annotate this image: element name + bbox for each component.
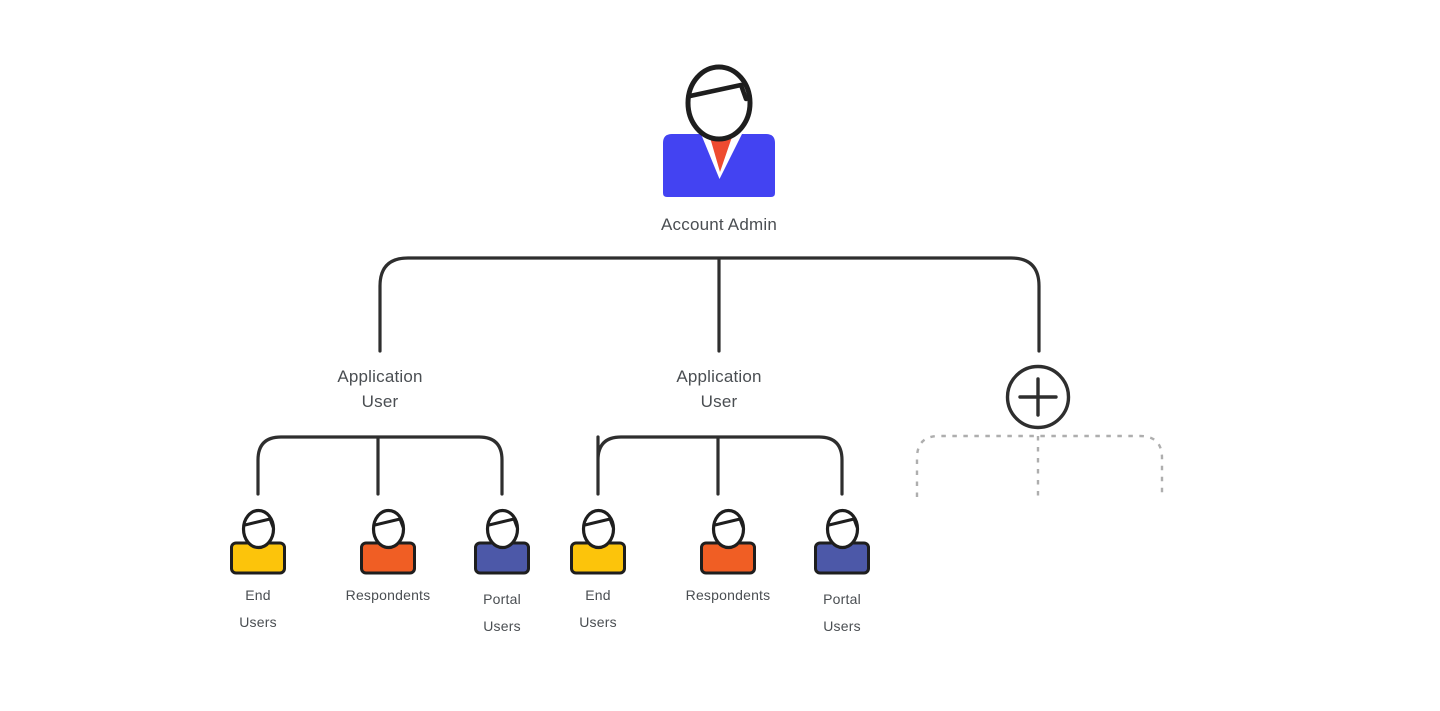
node-label: Portal Users bbox=[823, 591, 861, 634]
connector-root-to-branches bbox=[378, 256, 1041, 353]
connector-branch2-to-children bbox=[596, 435, 844, 496]
person-icon bbox=[360, 508, 416, 575]
person-icon bbox=[474, 508, 530, 575]
person-icon bbox=[570, 508, 626, 575]
node-label: Account Admin bbox=[661, 215, 777, 234]
node-respondents-1[interactable]: Respondents bbox=[323, 506, 453, 609]
connector-branch1-to-children bbox=[256, 435, 504, 496]
node-application-user-1[interactable]: Application User bbox=[337, 367, 423, 411]
tie-shape bbox=[709, 134, 733, 172]
node-portal-users-2[interactable]: Portal Users bbox=[787, 506, 897, 640]
person-suit-icon bbox=[663, 64, 775, 197]
node-end-users-2[interactable]: End Users bbox=[543, 506, 653, 636]
plus-icon bbox=[1018, 377, 1058, 417]
person-icon bbox=[230, 508, 286, 575]
node-label: Respondents bbox=[685, 587, 771, 603]
person-icon bbox=[814, 508, 870, 575]
node-account-admin[interactable]: Account Admin bbox=[619, 58, 819, 235]
node-label: End Users bbox=[579, 587, 617, 630]
node-label: Respondents bbox=[345, 587, 431, 603]
node-respondents-2[interactable]: Respondents bbox=[663, 506, 793, 609]
person-icon bbox=[700, 508, 756, 575]
node-label: End Users bbox=[239, 587, 277, 630]
node-application-user-2[interactable]: Application User bbox=[676, 367, 762, 411]
add-node-button[interactable] bbox=[1003, 362, 1073, 432]
connector-placeholder-dashed bbox=[915, 434, 1164, 497]
node-portal-users-1[interactable]: Portal Users bbox=[447, 506, 557, 640]
node-end-users-1[interactable]: End Users bbox=[203, 506, 313, 636]
node-label: Portal Users bbox=[483, 591, 521, 634]
